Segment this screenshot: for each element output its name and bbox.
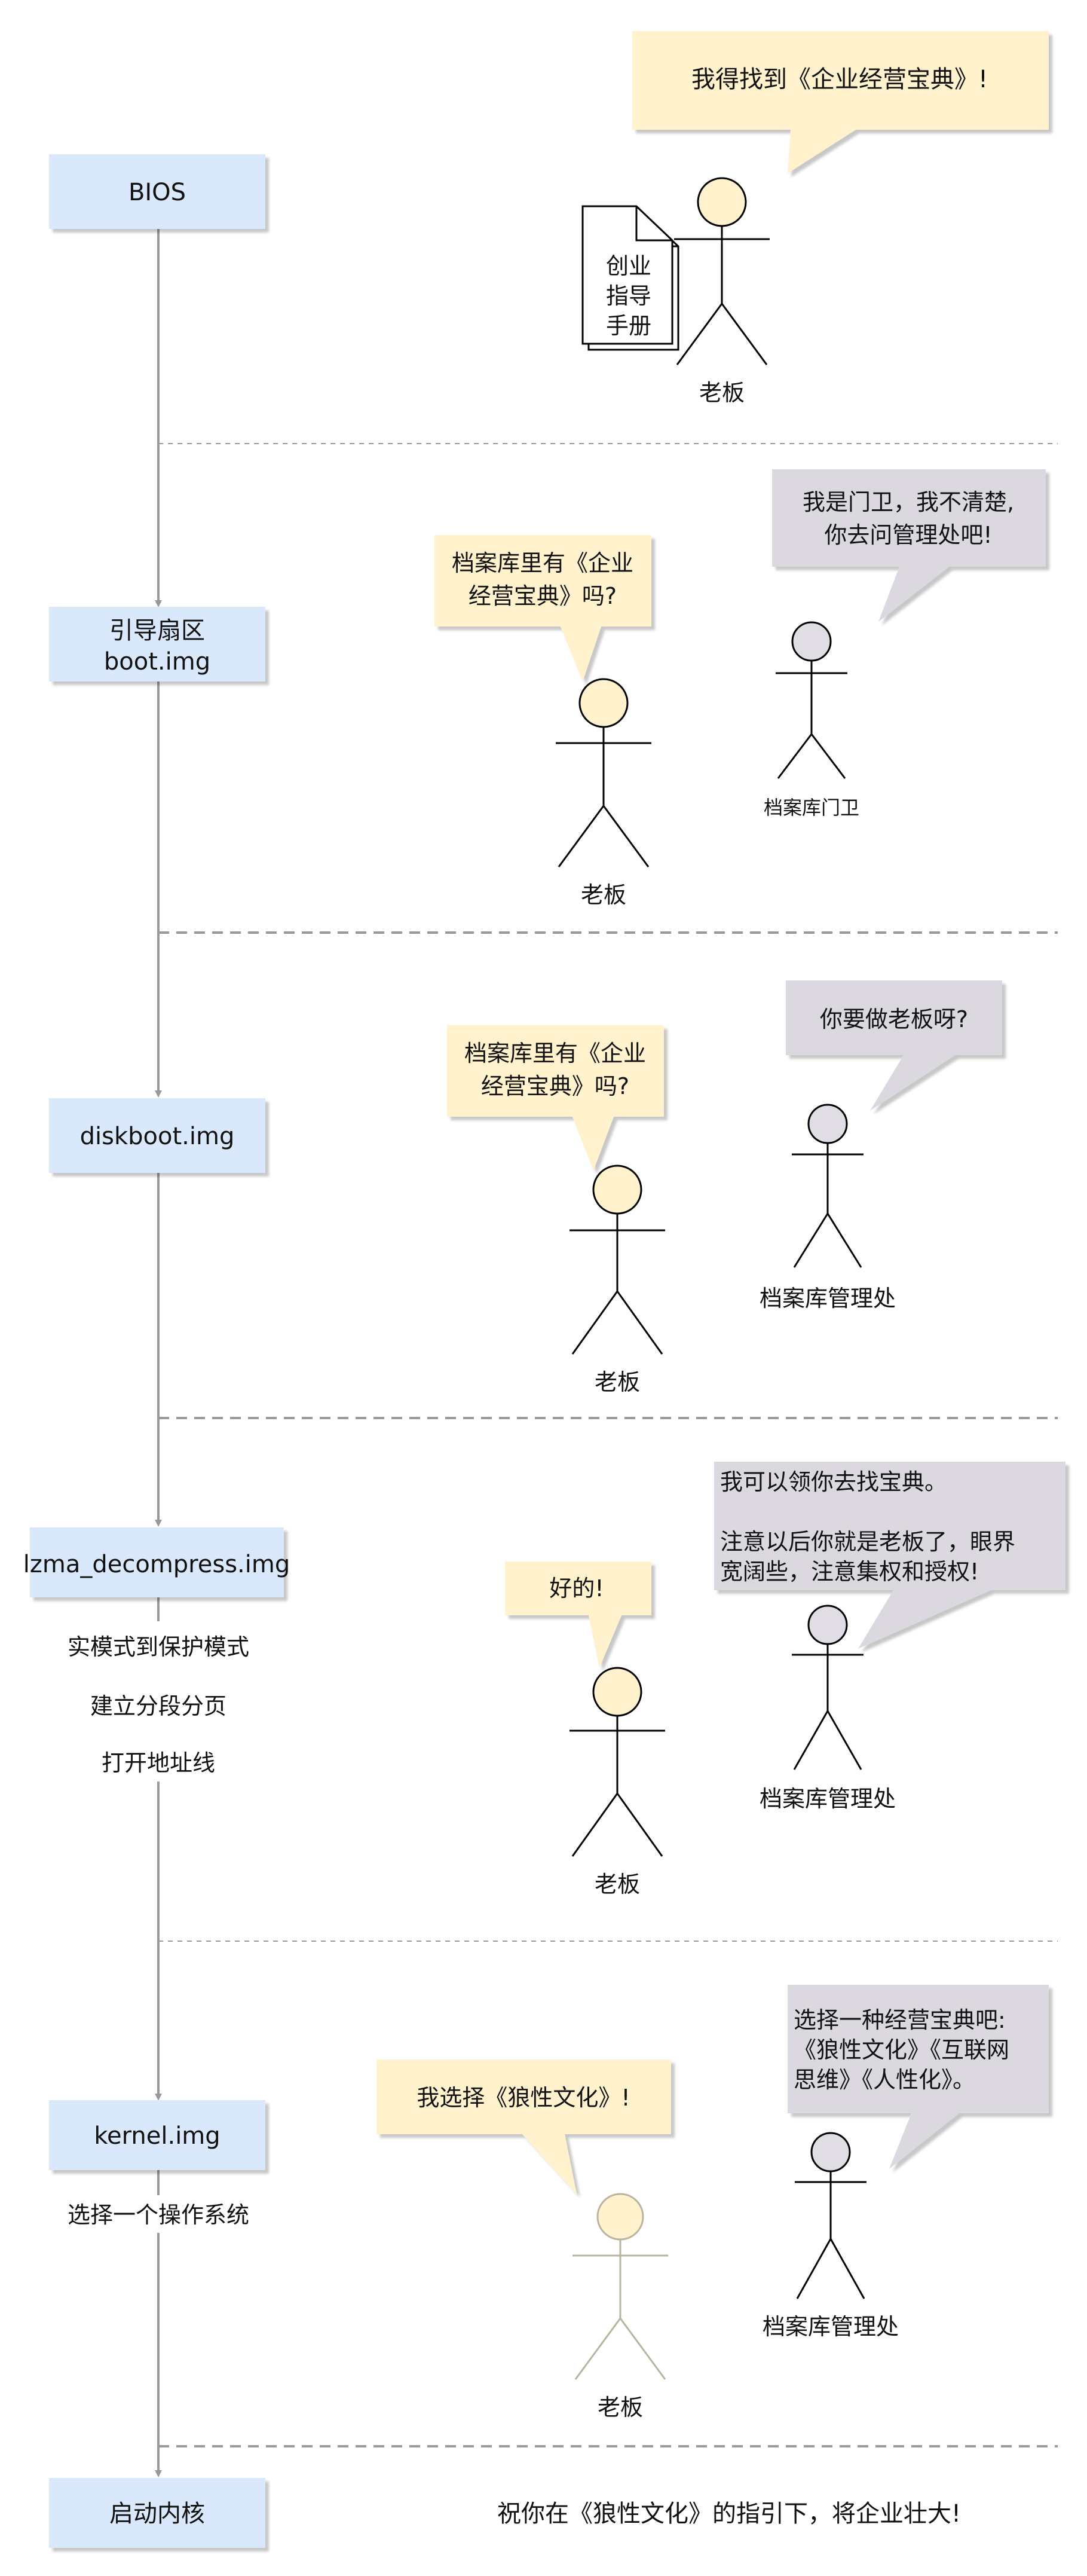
section-dividers <box>158 443 1058 2447</box>
boss-name: 老板 <box>595 1369 640 1395</box>
document-line-1: 创业 <box>606 253 651 279</box>
boss-stick-figure <box>569 1667 665 1857</box>
bios-label: BIOS <box>128 179 186 206</box>
boss-stick-figure <box>674 177 770 365</box>
boss-name: 老板 <box>699 380 745 406</box>
boss-speech-bubble: 好的! <box>505 1562 651 1668</box>
keeper-speech-bubble: 我是门卫，我不清楚, 你去问管理处吧! <box>772 469 1046 622</box>
diskboot-stage: diskboot.img <box>49 1098 265 1173</box>
boss-name: 老板 <box>581 882 626 908</box>
keeper-stick-figure <box>795 2132 866 2299</box>
bootsector-stage: 引导扇区 boot.img <box>49 607 265 682</box>
keeper-speech-bubble: 选择一种经营宝典吧: 《狼性文化》《互联网 思维》《人性化》。 <box>788 1985 1049 2169</box>
final-message: 祝你在《狼性文化》的指引下，将企业壮大! <box>497 2500 961 2528</box>
boss-name: 老板 <box>595 1871 640 1897</box>
keeper-name: 档案库管理处 <box>763 2314 899 2340</box>
keeper-stick-figure <box>792 1605 864 1770</box>
lzma-steps: 实模式到保护模式 建立分段分页 打开地址线 <box>68 1634 249 1776</box>
keeper-speech-line-1: 选择一种经营宝典吧: <box>794 2007 1006 2033</box>
pipeline-boxes: BIOS 引导扇区 boot.img diskboot.img lzma_dec… <box>23 154 290 2548</box>
start-kernel-label: 启动内核 <box>109 2500 205 2528</box>
lzma-step-1: 实模式到保护模式 <box>68 1634 249 1660</box>
diskboot-label: diskboot.img <box>80 1123 235 1150</box>
boss-stick-figure <box>569 1165 665 1355</box>
kernel-step: 选择一个操作系统 <box>68 2202 249 2228</box>
keeper-stick-figure <box>792 1104 864 1268</box>
boss-speech: 好的! <box>549 1575 604 1602</box>
keeper-speech-line-2: 《狼性文化》《互联网 <box>794 2037 1009 2063</box>
keeper-stick-figure <box>776 621 847 779</box>
keeper-speech: 你要做老板呀? <box>820 1006 968 1032</box>
keeper-speech-line-4: 宽阔些，注意集权和授权! <box>720 1559 979 1585</box>
scene-5: 我选择《狼性文化》! 老板 选择一种经营宝典吧: 《狼性文化》《互联网 思维》《… <box>376 1985 1049 2421</box>
bootsector-label-line1: 引导扇区 <box>109 617 205 644</box>
lzma-step-2: 建立分段分页 <box>90 1693 226 1719</box>
boss-speech: 我选择《狼性文化》! <box>417 2085 630 2111</box>
boss-stick-figure <box>572 2193 668 2380</box>
start-kernel-stage: 启动内核 <box>49 2478 265 2548</box>
scene-4: 好的! 老板 我可以领你去找宝典。 注意以后你就是老板了，眼界 宽阔些，注意集权… <box>505 1462 1065 1897</box>
boss-speech-line-2: 经营宝典》吗? <box>469 583 617 609</box>
lzma-stage: lzma_decompress.img <box>23 1527 290 1597</box>
document-line-2: 指导 <box>606 283 651 309</box>
kernel-stage: kernel.img <box>49 2100 265 2170</box>
keeper-speech-line-1: 我可以领你去找宝典。 <box>720 1469 947 1495</box>
document-icon: 创业 指导 手册 <box>581 205 679 351</box>
boss-stick-figure <box>556 678 651 867</box>
boss-speech-bubble: 我选择《狼性文化》! <box>376 2059 671 2194</box>
keeper-speech-line-3: 思维》《人性化》。 <box>794 2067 975 2093</box>
bios-stage: BIOS <box>49 154 265 229</box>
scene-1: 我得找到《企业经营宝典》! 创业 指导 手册 老板 <box>581 31 1049 406</box>
keeper-name: 档案库管理处 <box>760 1285 896 1312</box>
keeper-name: 档案库管理处 <box>760 1786 896 1812</box>
kernel-label: kernel.img <box>94 2122 220 2150</box>
bootsector-label-line2: boot.img <box>104 648 210 676</box>
keeper-speech-bubble: 我可以领你去找宝典。 注意以后你就是老板了，眼界 宽阔些，注意集权和授权! <box>714 1462 1065 1649</box>
keeper-speech-line-1: 我是门卫，我不清楚, <box>803 489 1014 515</box>
scene-2: 档案库里有《企业 经营宝典》吗? 老板 我是门卫，我不清楚, 你去问管理处吧! … <box>434 469 1046 908</box>
scene-3: 档案库里有《企业 经营宝典》吗? 老板 你要做老板呀? 档案库管理处 <box>447 980 1002 1395</box>
lzma-label: lzma_decompress.img <box>23 1551 290 1578</box>
keeper-speech-line-3: 注意以后你就是老板了，眼界 <box>720 1529 1015 1555</box>
boss-speech-bubble: 档案库里有《企业 经营宝典》吗? <box>447 1025 664 1171</box>
keeper-speech-bubble: 你要做老板呀? <box>786 980 1002 1111</box>
boss-name: 老板 <box>598 2394 643 2421</box>
boss-speech-line-1: 档案库里有《企业 <box>464 1040 646 1067</box>
keeper-name: 档案库门卫 <box>764 796 859 819</box>
boss-speech-bubble: 档案库里有《企业 经营宝典》吗? <box>434 535 651 682</box>
boss-speech: 我得找到《企业经营宝典》! <box>691 66 988 93</box>
document-line-3: 手册 <box>606 313 651 339</box>
boss-speech-bubble: 我得找到《企业经营宝典》! <box>632 31 1049 173</box>
keeper-speech-line-2: 你去问管理处吧! <box>824 522 992 548</box>
boss-speech-line-2: 经营宝典》吗? <box>481 1073 629 1099</box>
lzma-step-3: 打开地址线 <box>102 1750 215 1776</box>
boss-speech-line-1: 档案库里有《企业 <box>452 550 633 576</box>
